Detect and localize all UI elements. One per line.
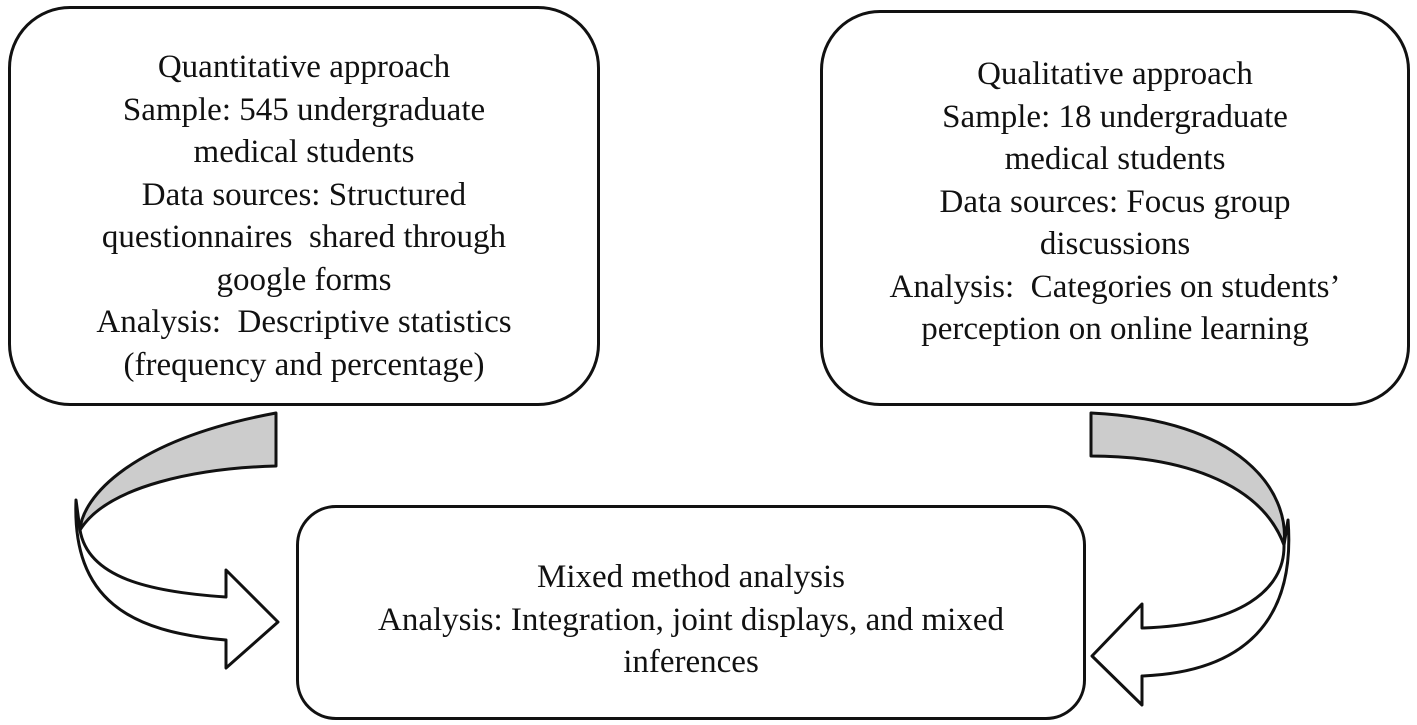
qualitative-analysis-line-2: perception on online learning [921,311,1309,347]
quantitative-sources-line-3: google forms [216,261,392,298]
left-curved-arrow [74,411,280,670]
quantitative-sources-line-1: Data sources: Structured [141,176,467,213]
right-curved-arrow [1089,411,1291,707]
quantitative-analysis-line-1: Analysis: Descriptive statistics [96,304,512,340]
qualitative-sample-line-2: medical students [1004,141,1226,177]
qualitative-sources-line-1: Data sources: Focus group [939,183,1291,220]
qualitative-approach-box: Qualitative approach Sample: 18 undergra… [820,10,1410,406]
quantitative-sources-line-2: questionnaires shared through [101,219,507,255]
mixed-analysis-line-2: inferences [623,644,759,680]
quantitative-sample-line-2: medical students [193,134,415,170]
quantitative-title: Quantitative approach [157,49,451,85]
mixed-title: Mixed method analysis [537,559,845,595]
qualitative-analysis-line-1: Analysis: Categories on students’ [889,268,1341,305]
qualitative-title: Qualitative approach [977,56,1253,92]
qualitative-sources-line-2: discussions [1039,226,1191,262]
mixed-analysis-line-1: Analysis: Integration, joint displays, a… [377,601,1004,638]
quantitative-approach-box: Quantitative approach Sample: 545 underg… [8,6,600,406]
quantitative-sample-line-1: Sample: 545 undergraduate [122,91,486,128]
quantitative-analysis-line-2: (frequency and percentage) [123,346,485,383]
quantitative-text-area: Quantitative approach Sample: 545 underg… [96,46,511,383]
qualitative-sample-line-1: Sample: 18 undergraduate [942,98,1288,135]
mixed-method-analysis-box: Mixed method analysis Analysis: Integrat… [296,505,1086,720]
